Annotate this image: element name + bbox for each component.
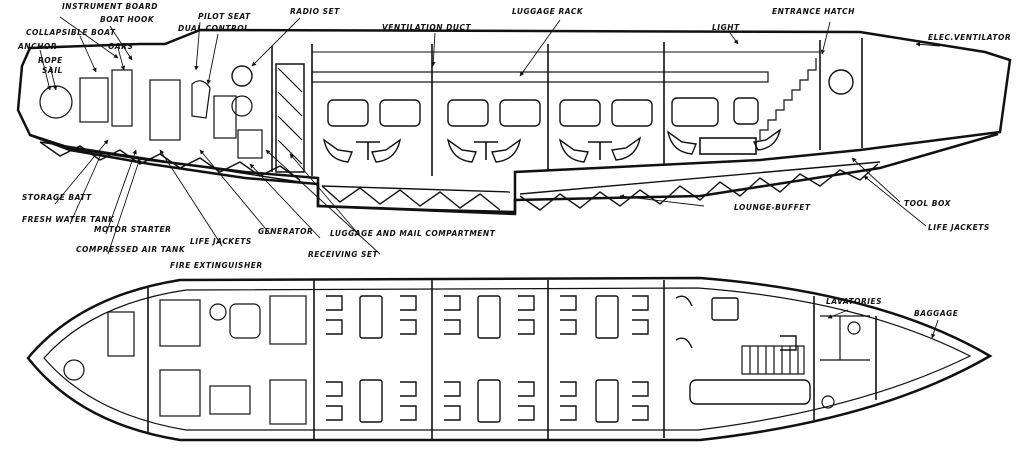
hull-truss-bands (39, 141, 881, 211)
label-rope: ROPE (38, 56, 63, 65)
entrance-stairs (759, 58, 817, 140)
label-baggage: BAGGAGE (914, 309, 959, 318)
plan-labels: LAVATORIES BAGGAGE (826, 297, 959, 318)
leader-lines (39, 16, 941, 339)
cabin-tables (356, 137, 757, 160)
plan-hull-outline (26, 276, 993, 442)
plan-bulkheads (147, 280, 877, 440)
label-compressed-air-tank: COMPRESSED AIR TANK (76, 245, 186, 254)
plan-inner-outline (43, 287, 972, 431)
label-lavatories: LAVATORIES (826, 297, 882, 306)
plan-seats (326, 295, 797, 421)
label-receiving-set: RECEIVING SET (308, 250, 378, 259)
label-collapsible-boat: COLLAPSIBLE BOAT (26, 28, 116, 37)
label-fresh-water-tank: FRESH WATER TANK (22, 215, 115, 224)
label-boat-hook: BOAT HOOK (100, 15, 155, 24)
label-storage-batt: STORAGE BATT (22, 193, 92, 202)
label-instrument-board: INSTRUMENT BOARD (62, 2, 158, 11)
side-profile-view (16, 28, 1012, 216)
label-lounge-buffet: LOUNGE-BUFFET (734, 203, 811, 212)
plan-stairs (741, 345, 805, 375)
label-dual-control: DUAL CONTROL (178, 24, 249, 33)
label-luggage-and-mail: LUGGAGE AND MAIL COMPARTMENT (330, 229, 496, 238)
plan-view (26, 276, 993, 442)
label-motor-starter: MOTOR STARTER (94, 225, 171, 234)
cabin-seats (322, 128, 782, 163)
profile-keel (29, 132, 999, 216)
label-anchor: ANCHOR (17, 42, 57, 51)
plan-tables (359, 295, 811, 423)
profile-hull-outline (16, 28, 1012, 214)
label-tool-box: TOOL BOX (904, 199, 952, 208)
label-pilot-seat: PILOT SEAT (198, 12, 251, 21)
cockpit-equipment (39, 63, 305, 173)
label-elec-ventilator: ELEC.VENTILATOR (928, 33, 1011, 42)
profile-labels: INSTRUMENT BOARD BOAT HOOK COLLAPSIBLE B… (17, 2, 1011, 270)
label-fire-extinguisher: FIRE EXTINGUISHER (170, 261, 263, 270)
label-ventilation-duct: VENTILATION DUCT (382, 23, 471, 32)
label-generator: GENERATOR (258, 227, 313, 236)
label-light: LIGHT (712, 23, 740, 32)
label-oars: OARS (108, 42, 133, 51)
luggage-rack-strip (311, 71, 769, 83)
label-luggage-rack: LUGGAGE RACK (512, 7, 584, 16)
label-radio-set: RADIO SET (290, 7, 340, 16)
label-entrance-hatch: ENTRANCE HATCH (772, 7, 855, 16)
label-life-jackets-rear: LIFE JACKETS (928, 223, 990, 232)
cabin-windows (231, 65, 854, 127)
lavatory-walls (820, 315, 870, 409)
plan-cockpit-equipment (63, 295, 307, 425)
label-life-jackets-front: LIFE JACKETS (190, 237, 252, 246)
label-sail: SAIL (42, 66, 63, 75)
